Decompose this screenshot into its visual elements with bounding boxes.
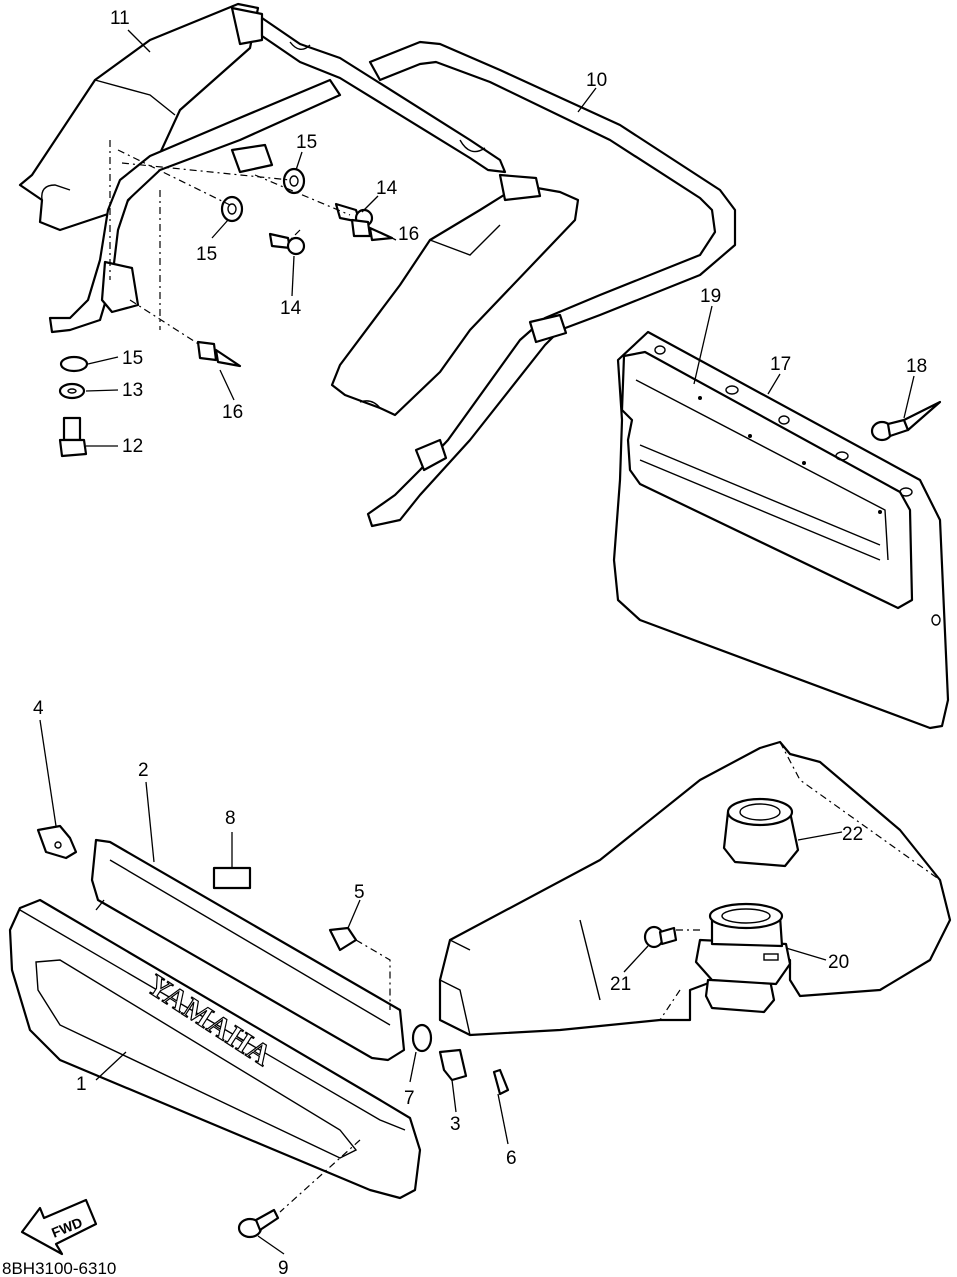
forward-arrow: FWD <box>20 1198 98 1256</box>
screw <box>237 1208 280 1239</box>
callout-7: 7 <box>404 1088 415 1109</box>
left-rail-pad <box>18 2 264 232</box>
callout-1: 1 <box>76 1074 87 1095</box>
nut-clip <box>328 926 358 952</box>
callout-14-b: 14 <box>280 298 302 319</box>
callout-16-a: 16 <box>398 224 419 245</box>
leader-lines <box>39 29 915 1255</box>
fuel-tank <box>438 740 952 1037</box>
right-rail-pad <box>330 173 580 417</box>
mount-bracket <box>438 1048 468 1082</box>
callout-22: 22 <box>842 824 863 845</box>
callout-8: 8 <box>225 808 236 829</box>
grommet <box>643 925 678 949</box>
callout-15-a: 15 <box>296 132 317 153</box>
label-sticker <box>212 866 252 890</box>
callout-19: 19 <box>700 286 721 307</box>
callout-15-b: 15 <box>196 244 217 265</box>
callout-16-b: 16 <box>222 402 243 423</box>
callout-15-c: 15 <box>122 348 143 369</box>
hardware-left <box>58 167 394 458</box>
callout-9: 9 <box>278 1258 289 1277</box>
callout-labels: 11 10 15 14 16 15 14 16 15 13 12 19 17 1… <box>33 8 927 1277</box>
cotter-pin <box>492 1068 510 1096</box>
callout-11: 11 <box>110 8 130 29</box>
callout-17: 17 <box>770 354 791 375</box>
callout-4: 4 <box>33 698 44 719</box>
callout-10: 10 <box>586 70 607 91</box>
callout-14-a: 14 <box>376 178 398 199</box>
callout-21: 21 <box>610 974 631 995</box>
callout-3: 3 <box>450 1114 461 1135</box>
callout-6: 6 <box>506 1148 517 1169</box>
callout-5: 5 <box>354 882 365 903</box>
drawing-code: 8BH3100-6310 <box>2 1259 116 1277</box>
callout-12: 12 <box>122 436 143 457</box>
callout-2: 2 <box>138 760 149 781</box>
filler-neck <box>694 902 792 1014</box>
callout-20: 20 <box>828 952 849 973</box>
bumper-bracket <box>90 838 406 1062</box>
rack-frame <box>48 16 737 528</box>
callout-13: 13 <box>122 380 143 401</box>
washer <box>411 1023 433 1053</box>
callout-18: 18 <box>906 356 927 377</box>
mud-flap <box>612 330 950 730</box>
cap-cover <box>722 797 800 868</box>
rivet <box>870 400 942 442</box>
